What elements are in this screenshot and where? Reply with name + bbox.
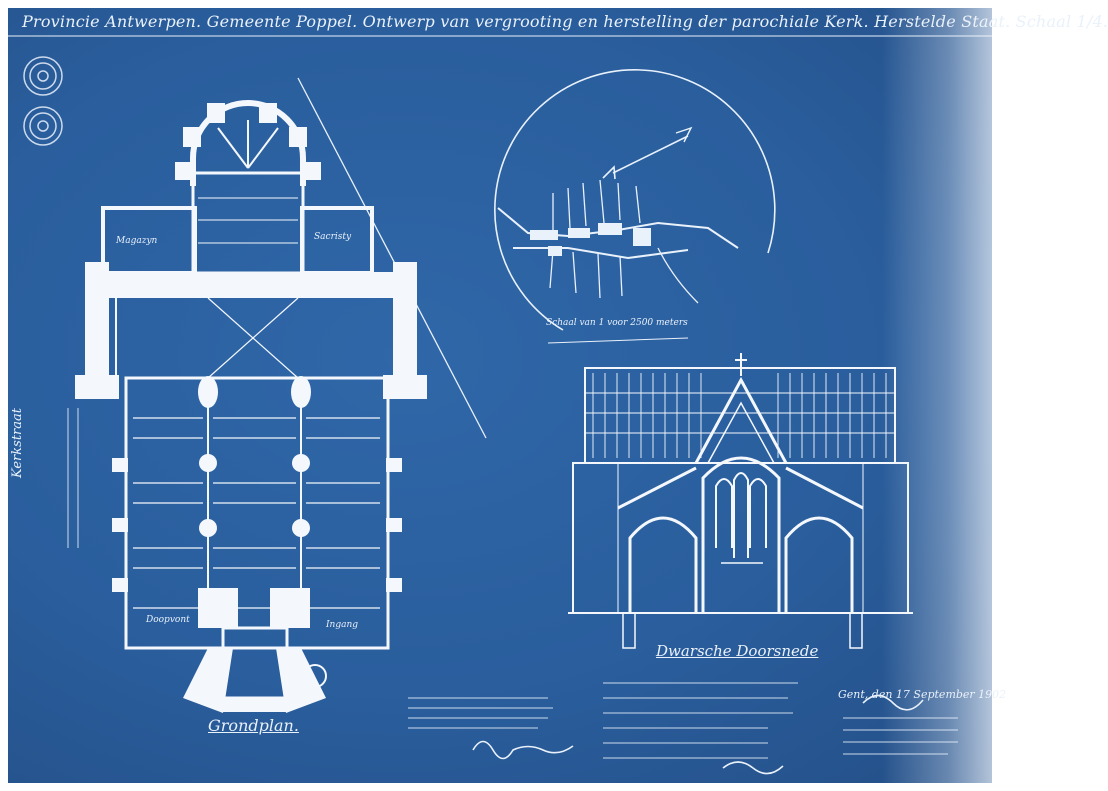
drawing-title: Provincie Antwerpen. Gemeente Poppel. On… <box>22 12 1108 31</box>
seal-stamp-bottom <box>23 106 63 146</box>
room-label-baptistery: Doopvont <box>146 615 190 625</box>
ground-plan-label: Grondplan. <box>208 716 299 735</box>
map-scale-label: Schaal van 1 voor 2500 meters <box>546 318 688 328</box>
cross-section-label: Dwarsche Doorsnede <box>656 642 819 660</box>
cross-section-drawing <box>568 353 913 649</box>
site-map <box>494 69 776 344</box>
signatures <box>472 694 924 775</box>
blueprint-drawing <box>8 35 992 775</box>
signature-date: Gent, den 17 September 1902 <box>838 688 1007 701</box>
room-label-entrance: Ingang <box>326 620 359 630</box>
street-line <box>297 77 487 439</box>
room-label-right: Sacristy <box>314 232 352 242</box>
street-label: Kerkstraat <box>10 408 25 478</box>
blueprint-sheet: Provincie Antwerpen. Gemeente Poppel. On… <box>8 8 1108 783</box>
room-label-left: Magazyn <box>116 236 158 246</box>
seal-stamp-top <box>23 56 63 96</box>
ground-plan-drawing <box>75 100 427 713</box>
